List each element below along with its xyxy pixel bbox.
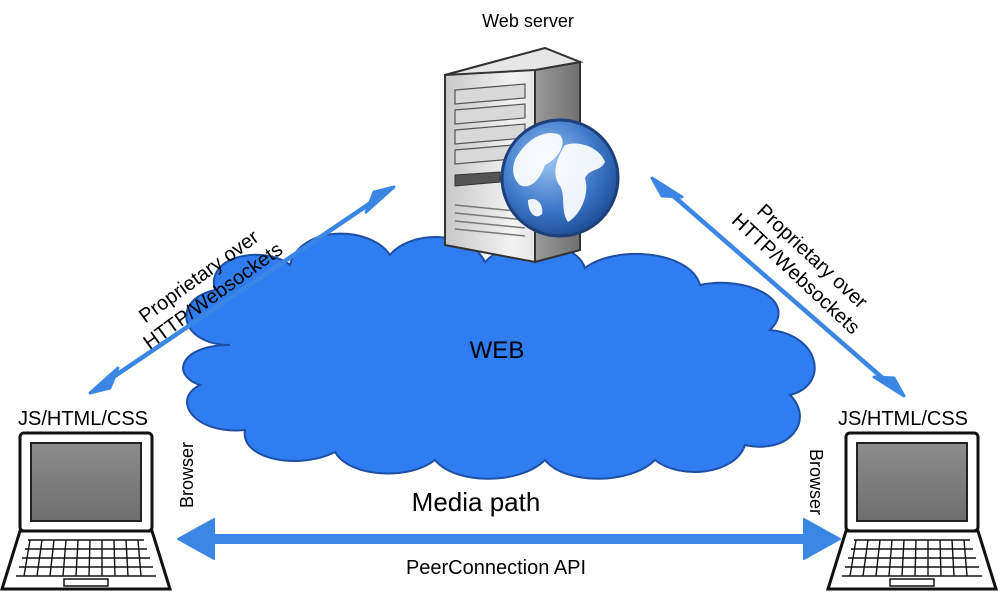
peerconnection-label: PeerConnection API bbox=[406, 557, 586, 579]
laptop-icon bbox=[0, 431, 173, 591]
left-client: JS/HTML/CSS Browser bbox=[0, 408, 197, 591]
left-browser-label: Browser bbox=[177, 442, 197, 508]
signaling-arrow-left bbox=[88, 185, 396, 395]
right-keyboard bbox=[842, 539, 982, 577]
laptop-icon bbox=[825, 431, 999, 591]
right-browser-label: Browser bbox=[806, 449, 826, 515]
cloud-label: WEB bbox=[470, 337, 525, 364]
cloud-shape bbox=[182, 232, 816, 480]
web-cloud: WEB bbox=[182, 232, 816, 480]
left-keyboard bbox=[16, 539, 156, 577]
media-path-arrow bbox=[177, 518, 841, 560]
right-client-top-label: JS/HTML/CSS bbox=[838, 408, 968, 430]
web-server: Web server bbox=[444, 11, 620, 264]
cloud-icon bbox=[182, 232, 816, 480]
media-path-label: Media path bbox=[412, 487, 541, 517]
signaling-arrow-right bbox=[650, 176, 906, 398]
server-label: Web server bbox=[482, 11, 574, 31]
left-client-top-label: JS/HTML/CSS bbox=[18, 408, 148, 430]
right-client: JS/HTML/CSS Browser bbox=[806, 408, 999, 591]
server-globe-icon bbox=[444, 46, 620, 264]
